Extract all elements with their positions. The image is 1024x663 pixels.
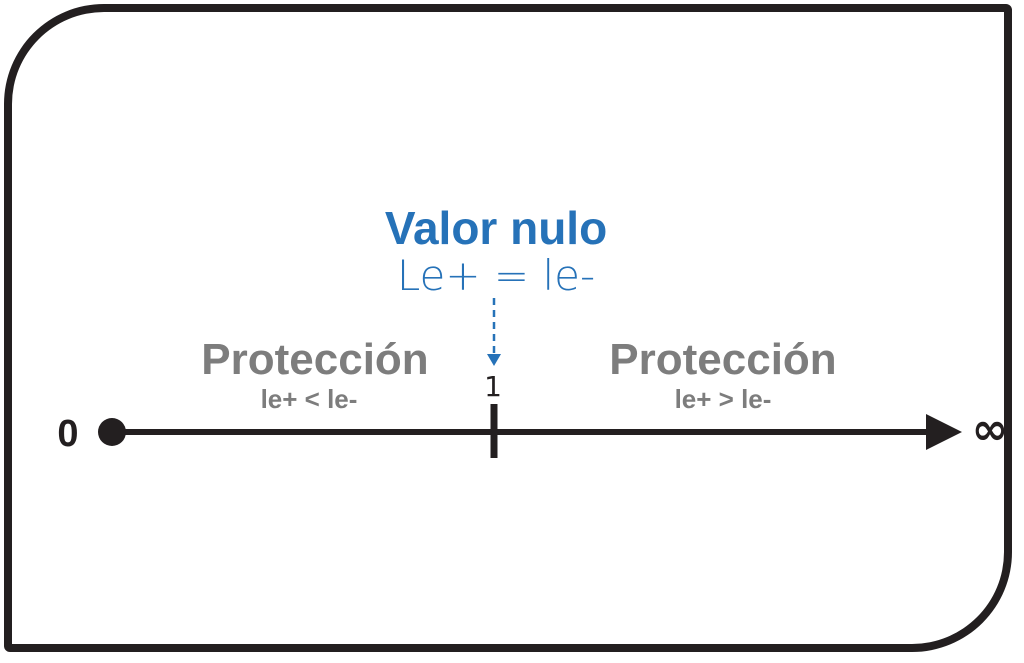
axis-origin-dot [98,418,126,446]
right-region-formula: le+ > le- [675,384,772,414]
axis-arrowhead [926,414,962,450]
axis-mid-label: 1 [484,370,502,403]
null-value-title: Valor nulo [385,202,607,254]
null-value-formula: Le+ = le- [397,251,595,300]
diagram-frame [4,4,1012,652]
axis-start-label: 0 [57,413,78,455]
left-region-formula: le+ < le- [261,384,358,414]
axis-end-label: ∞ [972,404,1009,455]
right-region-title: Protección [609,335,836,384]
pointer-arrowhead [487,354,501,366]
left-region-title: Protección [201,335,428,384]
